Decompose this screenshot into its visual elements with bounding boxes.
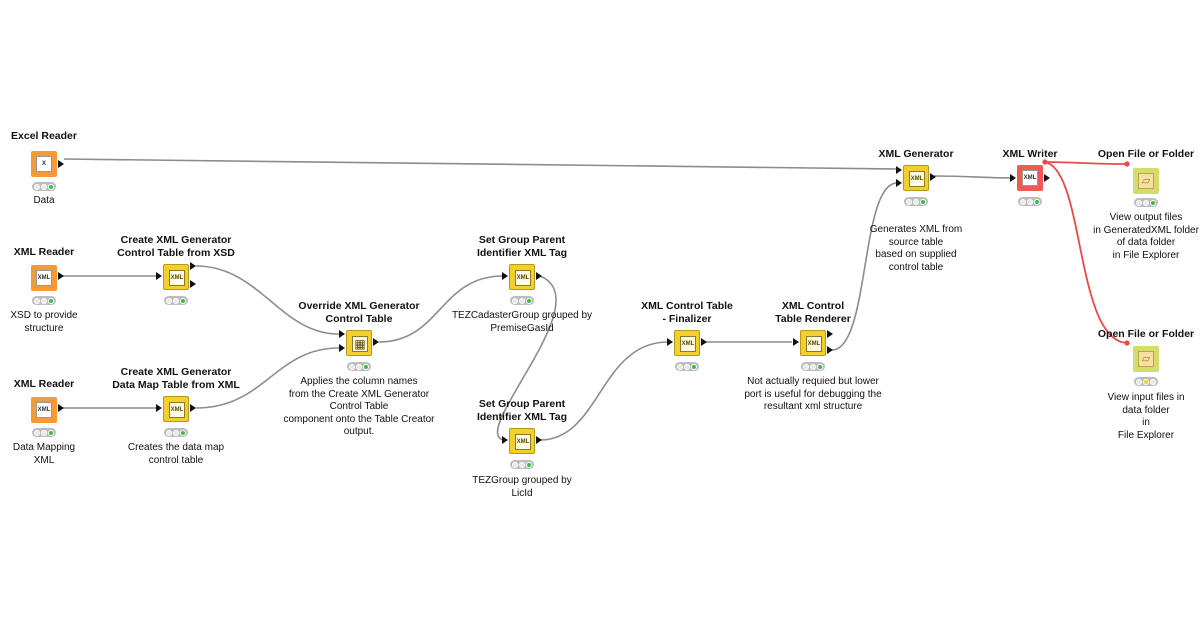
output-port[interactable] <box>58 404 64 412</box>
input-port-top[interactable] <box>339 330 345 338</box>
connection-createctrl-to-override[interactable] <box>195 265 340 335</box>
xml-component-icon[interactable]: XML <box>163 264 189 290</box>
input-port[interactable] <box>502 272 508 280</box>
node-description: TEZGroup grouped by LicId <box>472 475 572 499</box>
xml-component-icon[interactable]: XML <box>509 264 535 290</box>
input-port[interactable] <box>156 272 162 280</box>
node-description: XSD to provide structure <box>10 310 78 334</box>
connection-anchor-dot <box>1124 340 1130 346</box>
node-description: View input files in data folder in File … <box>1107 392 1185 441</box>
node-status-indicator <box>510 296 534 305</box>
node-title: Override XML Generator Control Table <box>298 300 420 325</box>
xml-component-icon[interactable]: XML <box>509 428 535 454</box>
node-description: Applies the column names from the Create… <box>283 376 435 437</box>
output-port[interactable] <box>536 436 542 444</box>
connection-anchor-dot <box>1042 159 1048 165</box>
node-status-indicator <box>347 362 371 371</box>
output-port-bottom[interactable] <box>827 346 833 354</box>
xml-component-icon[interactable]: XML <box>800 330 826 356</box>
connection-setparent2-to-finalizer[interactable] <box>539 341 669 441</box>
xml-file-icon[interactable]: XML <box>31 397 57 423</box>
output-port[interactable] <box>536 272 542 280</box>
output-port[interactable] <box>58 160 64 168</box>
output-port[interactable] <box>58 272 64 280</box>
connection-writer-to-openfolder1[interactable] <box>1044 161 1128 165</box>
node-title: Open File or Folder <box>1097 328 1195 340</box>
input-port-bottom[interactable] <box>339 344 345 352</box>
connection-generator-to-writer[interactable] <box>933 175 1016 179</box>
input-port[interactable] <box>156 404 162 412</box>
node-status-indicator <box>164 428 188 437</box>
connection-datamap-to-override[interactable] <box>195 347 340 409</box>
node-description: Creates the data map control table <box>127 442 225 466</box>
connection-anchor-dot <box>1124 161 1130 167</box>
node-status-indicator <box>801 362 825 371</box>
node-title: Create XML Generator Data Map Table from… <box>112 366 240 391</box>
output-port[interactable] <box>1044 174 1050 182</box>
excel-file-icon[interactable]: X <box>31 151 57 177</box>
node-status-indicator <box>904 197 928 206</box>
connection-excel-to-generator[interactable] <box>63 158 898 170</box>
input-port-bottom[interactable] <box>896 179 902 187</box>
connection-writer-to-openfolder2[interactable] <box>1044 161 1128 344</box>
node-title: XML Reader <box>13 246 75 258</box>
node-description: Generates XML from source table based on… <box>869 224 963 273</box>
input-port[interactable] <box>502 436 508 444</box>
node-title: XML Control Table - Finalizer <box>641 300 733 325</box>
node-description: Data Mapping XML <box>12 442 76 466</box>
output-port[interactable] <box>701 338 707 346</box>
node-status-indicator <box>675 362 699 371</box>
node-title: XML Reader <box>13 378 75 390</box>
xml-component-icon[interactable]: XML <box>674 330 700 356</box>
folder-open-icon[interactable]: ▱ <box>1133 346 1159 372</box>
node-status-indicator <box>1134 198 1158 207</box>
node-title: Create XML Generator Control Table from … <box>117 234 235 259</box>
node-description: TEZCadasterGroup grouped by PremiseGasId <box>451 310 593 334</box>
output-port[interactable] <box>190 404 196 412</box>
node-status-indicator <box>32 296 56 305</box>
node-title: Open File or Folder <box>1097 148 1195 160</box>
node-status-indicator <box>32 428 56 437</box>
xml-file-icon[interactable]: XML <box>31 265 57 291</box>
output-port-bottom[interactable] <box>190 280 196 288</box>
output-port-top[interactable] <box>827 330 833 338</box>
xml-component-icon[interactable]: XML <box>163 396 189 422</box>
node-description: Not actually requied but lower port is u… <box>744 376 882 412</box>
input-port[interactable] <box>793 338 799 346</box>
connection-renderer-to-generator[interactable] <box>831 182 898 351</box>
output-port-top[interactable] <box>190 262 196 270</box>
node-description: Data <box>33 195 55 206</box>
node-title: XML Writer <box>1002 148 1058 160</box>
folder-open-icon[interactable]: ▱ <box>1133 168 1159 194</box>
node-title: XML Generator <box>878 148 954 160</box>
node-title: Excel Reader <box>11 130 77 142</box>
connection-override-to-setparent1[interactable] <box>378 275 504 343</box>
node-status-indicator <box>32 182 56 191</box>
table-icon[interactable]: ▦ <box>346 330 372 356</box>
output-port[interactable] <box>373 338 379 346</box>
xml-writer-icon[interactable]: XML <box>1017 165 1043 191</box>
node-title: Set Group Parent Identifier XML Tag <box>476 234 568 259</box>
input-port-top[interactable] <box>896 166 902 174</box>
input-port[interactable] <box>1010 174 1016 182</box>
xml-component-icon[interactable]: XML <box>903 165 929 191</box>
node-title: Set Group Parent Identifier XML Tag <box>476 398 568 423</box>
node-status-indicator <box>1018 197 1042 206</box>
node-status-indicator <box>510 460 534 469</box>
input-port[interactable] <box>667 338 673 346</box>
connection-setparent1-to-setparent2[interactable] <box>496 275 557 441</box>
node-title: XML Control Table Renderer <box>775 300 851 325</box>
output-port[interactable] <box>930 173 936 181</box>
node-description: View output files in GeneratedXML folder… <box>1093 212 1199 261</box>
node-status-indicator <box>1134 377 1158 386</box>
node-status-indicator <box>164 296 188 305</box>
